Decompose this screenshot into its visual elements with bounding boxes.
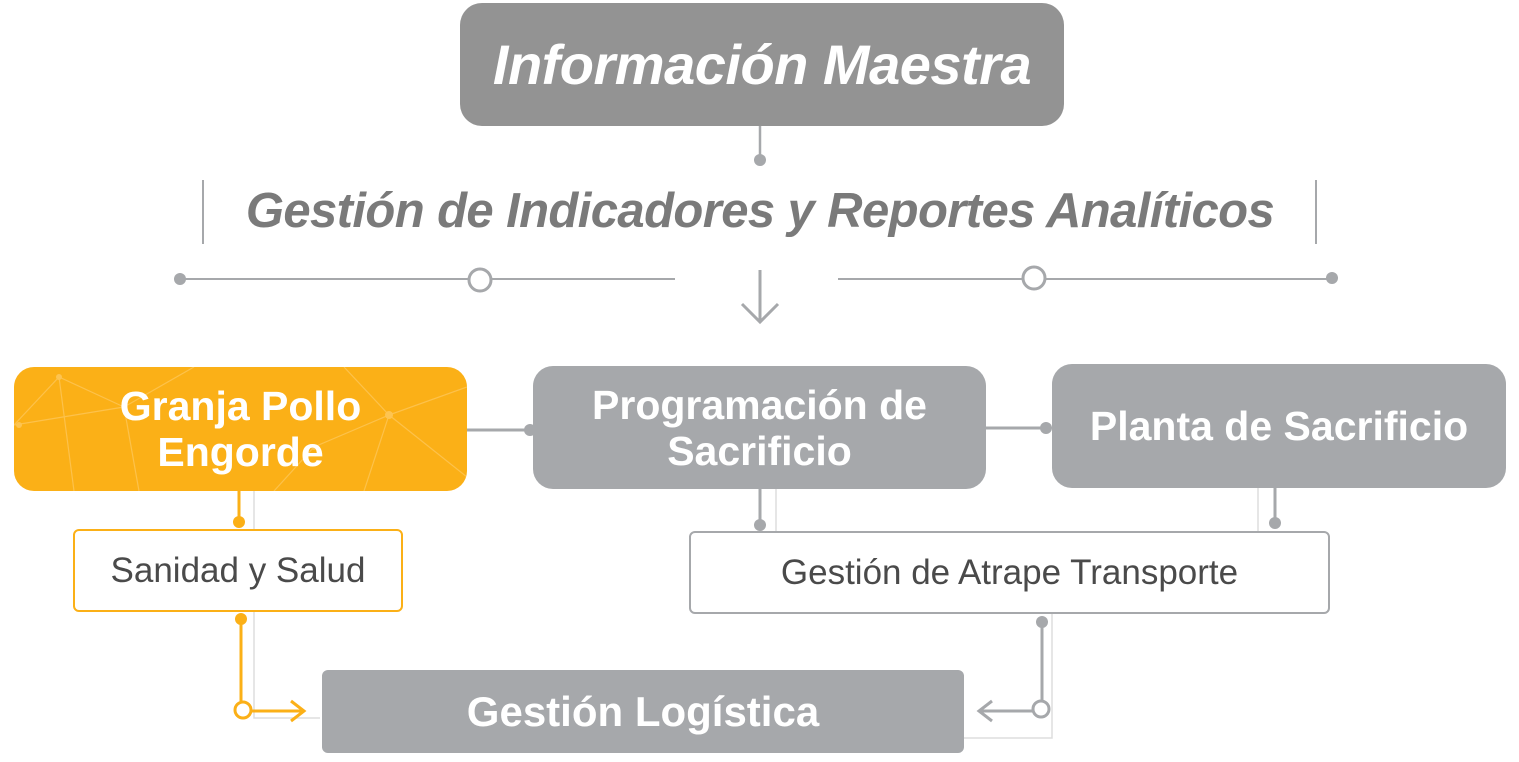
network-pattern-icon bbox=[14, 367, 467, 491]
subtitle: Gestión de Indicadores y Reportes Analít… bbox=[245, 184, 1275, 238]
node-logistica-label: Gestión Logística bbox=[466, 687, 820, 735]
atrape-logistica-ring bbox=[1031, 699, 1051, 719]
sanidad-logistica-ring bbox=[233, 700, 253, 720]
node-sanidad-label: Sanidad y Salud bbox=[110, 550, 366, 590]
right-arrow-icon bbox=[290, 699, 307, 723]
node-planta: Planta de Sacrificio bbox=[1052, 364, 1506, 488]
down-arrow-icon bbox=[740, 270, 780, 325]
left-rule-end-dot bbox=[174, 273, 186, 285]
node-atrape: Gestión de Atrape Transporte bbox=[689, 531, 1330, 614]
guide-lines bbox=[253, 488, 1259, 739]
title-text: Información Maestra bbox=[492, 33, 1032, 96]
node-granja: Granja Pollo Engorde bbox=[14, 367, 467, 491]
left-rule-ring bbox=[467, 267, 493, 293]
right-rule-ring bbox=[1021, 265, 1047, 291]
granja-sanidad-dot bbox=[233, 516, 245, 528]
left-arrow-icon bbox=[976, 699, 993, 723]
right-rule-end-dot bbox=[1326, 272, 1338, 284]
node-programacion-label: Programación de Sacrificio bbox=[592, 381, 927, 474]
node-granja-label: Granja Pollo Engorde bbox=[119, 383, 362, 475]
title-box: Información Maestra bbox=[460, 3, 1064, 126]
title-connector-dot bbox=[754, 154, 766, 166]
prog-planta-dot bbox=[1040, 422, 1052, 434]
node-sanidad: Sanidad y Salud bbox=[73, 529, 403, 612]
node-programacion: Programación de Sacrificio bbox=[533, 366, 986, 489]
node-logistica: Gestión Logística bbox=[322, 670, 964, 753]
node-planta-label: Planta de Sacrificio bbox=[1089, 402, 1469, 449]
node-atrape-label: Gestión de Atrape Transporte bbox=[780, 552, 1239, 592]
